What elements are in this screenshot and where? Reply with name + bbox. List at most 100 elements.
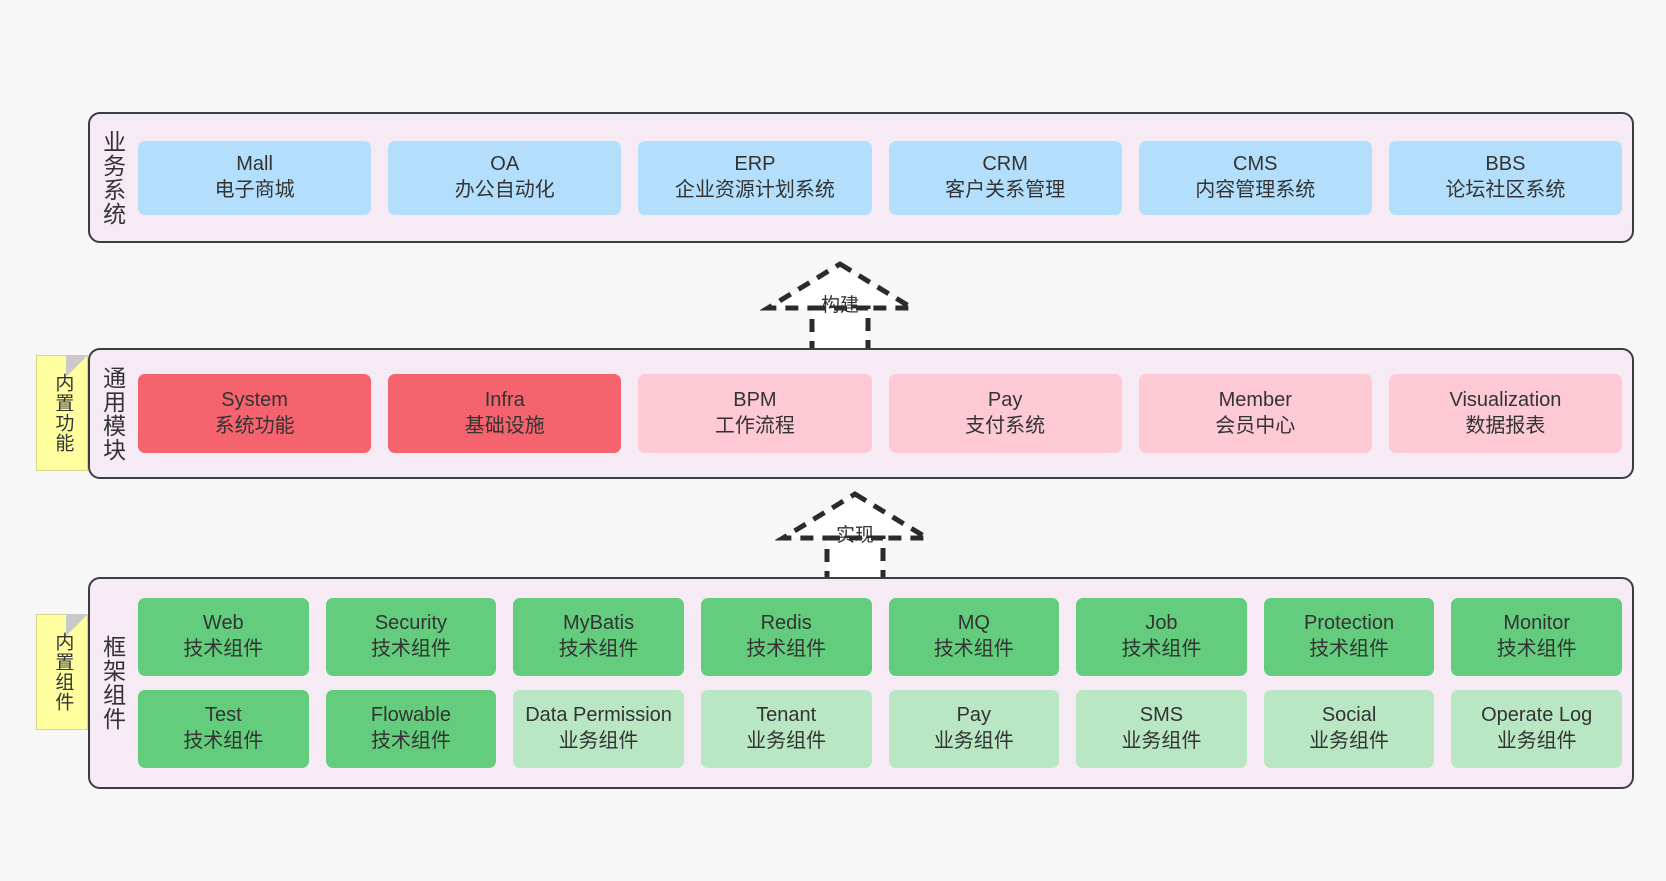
- node-title: SMS: [1139, 704, 1184, 727]
- node-subtitle: 数据报表: [1465, 414, 1546, 437]
- connector-label: 实现: [835, 525, 875, 546]
- node-subtitle: 论坛社区系统: [1445, 178, 1566, 201]
- node-subtitle: 技术组件: [370, 638, 451, 660]
- node-title: BBS: [1485, 152, 1526, 175]
- node-row: System 系统功能 Infra 基础设施 BPM 工作流程 Pay 支付系统…: [138, 374, 1623, 453]
- node-data-permission[interactable]: Data Permission 业务组件: [513, 690, 684, 768]
- node-subtitle: 业务组件: [558, 730, 639, 752]
- node-title: Protection: [1304, 612, 1395, 635]
- node-subtitle: 技术组件: [1121, 638, 1202, 660]
- node-title: Visualization: [1449, 388, 1562, 411]
- node-subtitle: 客户关系管理: [945, 178, 1066, 201]
- node-subtitle: 业务组件: [1496, 730, 1577, 752]
- note-builtin-component[interactable]: 内置组件: [36, 614, 88, 730]
- node-title: OA: [490, 152, 520, 175]
- node-subtitle: 工作流程: [714, 414, 795, 437]
- node-row: Test 技术组件 Flowable 技术组件 Data Permission …: [138, 690, 1622, 768]
- node-bbs[interactable]: BBS 论坛社区系统: [1388, 140, 1623, 215]
- node-subtitle: 技术组件: [183, 638, 264, 660]
- node-subtitle: 业务组件: [746, 730, 827, 752]
- node-subtitle: 业务组件: [1121, 730, 1202, 752]
- node-title: Infra: [484, 388, 525, 411]
- note-builtin-function[interactable]: 内置功能: [36, 355, 88, 471]
- layer-title-common: 通用模块: [99, 365, 126, 462]
- layer-title-business: 业务系统: [99, 129, 126, 226]
- node-tenant[interactable]: Tenant 业务组件: [700, 690, 872, 768]
- node-title: Operate Log: [1481, 704, 1593, 727]
- node-pay-module[interactable]: Pay 支付系统: [888, 374, 1122, 453]
- connector-realize: 实现: [775, 488, 935, 584]
- node-title: MQ: [957, 612, 990, 635]
- connector-build: 构建: [760, 258, 920, 354]
- node-mybatis[interactable]: MyBatis 技术组件: [513, 598, 684, 676]
- node-mall[interactable]: Mall 电子商城: [138, 140, 372, 215]
- node-subtitle: 办公自动化: [454, 178, 555, 201]
- node-title: CMS: [1233, 152, 1278, 175]
- node-title: Security: [374, 612, 448, 635]
- node-row: Mall 电子商城 OA 办公自动化 ERP 企业资源计划系统 CRM 客户关系…: [138, 140, 1623, 215]
- node-subtitle: 技术组件: [370, 730, 451, 752]
- node-subtitle: 企业资源计划系统: [674, 178, 835, 201]
- node-redis[interactable]: Redis 技术组件: [700, 598, 872, 676]
- layer-title-framework: 框架组件: [99, 635, 126, 731]
- node-subtitle: 技术组件: [1496, 638, 1577, 660]
- node-title: Pay: [956, 704, 992, 727]
- node-visualization[interactable]: Visualization 数据报表: [1388, 374, 1623, 453]
- node-subtitle: 电子商城: [214, 178, 295, 201]
- node-title: Mall: [236, 152, 273, 175]
- node-subtitle: 会员中心: [1215, 414, 1296, 437]
- node-cms[interactable]: CMS 内容管理系统: [1138, 140, 1372, 215]
- node-crm[interactable]: CRM 客户关系管理: [888, 140, 1122, 215]
- node-title: MyBatis: [563, 612, 635, 635]
- connector-label: 构建: [820, 295, 860, 316]
- node-title: Test: [204, 704, 242, 727]
- node-job[interactable]: Job 技术组件: [1076, 598, 1247, 676]
- layer-body-common: System 系统功能 Infra 基础设施 BPM 工作流程 Pay 支付系统…: [134, 350, 1632, 477]
- node-sms[interactable]: SMS 业务组件: [1076, 690, 1247, 768]
- node-title: Monitor: [1503, 612, 1571, 635]
- node-title: Tenant: [756, 704, 817, 727]
- layer-body-framework: Web 技术组件 Security 技术组件 MyBatis 技术组件 Redi…: [134, 579, 1632, 787]
- node-pay-component[interactable]: Pay 业务组件: [888, 690, 1060, 768]
- node-erp[interactable]: ERP 企业资源计划系统: [638, 140, 872, 215]
- node-mq[interactable]: MQ 技术组件: [888, 598, 1060, 676]
- node-title: Member: [1218, 388, 1292, 411]
- node-subtitle: 业务组件: [1309, 730, 1390, 752]
- node-title: CRM: [982, 152, 1028, 175]
- node-protection[interactable]: Protection 技术组件: [1263, 598, 1435, 676]
- node-title: Pay: [987, 388, 1023, 411]
- node-subtitle: 技术组件: [1309, 638, 1390, 660]
- node-social[interactable]: Social 业务组件: [1263, 690, 1435, 768]
- layer-business-systems[interactable]: 业务系统 Mall 电子商城 OA 办公自动化 ERP 企业资源计划系统 CRM…: [88, 112, 1634, 243]
- layer-body-business: Mall 电子商城 OA 办公自动化 ERP 企业资源计划系统 CRM 客户关系…: [134, 114, 1632, 241]
- node-oa[interactable]: OA 办公自动化: [388, 140, 622, 215]
- node-title: ERP: [734, 152, 776, 175]
- layer-framework-components[interactable]: 框架组件 Web 技术组件 Security 技术组件 MyBatis 技术组件…: [88, 577, 1634, 789]
- layer-common-modules[interactable]: 通用模块 System 系统功能 Infra 基础设施 BPM 工作流程 Pay…: [88, 348, 1634, 479]
- node-subtitle: 支付系统: [965, 414, 1046, 437]
- node-system[interactable]: System 系统功能: [138, 374, 372, 453]
- node-title: Web: [202, 612, 244, 635]
- node-row: Web 技术组件 Security 技术组件 MyBatis 技术组件 Redi…: [138, 598, 1622, 676]
- node-test[interactable]: Test 技术组件: [138, 690, 309, 768]
- note-label: 内置功能: [52, 373, 74, 453]
- generalization-arrow-icon: [760, 261, 920, 354]
- node-title: Social: [1321, 704, 1377, 727]
- node-member[interactable]: Member 会员中心: [1138, 374, 1372, 453]
- node-subtitle: 技术组件: [183, 730, 264, 752]
- node-web[interactable]: Web 技术组件: [138, 598, 309, 676]
- node-title: Redis: [760, 612, 812, 635]
- node-title: System: [221, 388, 288, 411]
- node-flowable[interactable]: Flowable 技术组件: [325, 690, 497, 768]
- node-subtitle: 技术组件: [558, 638, 639, 660]
- node-subtitle: 内容管理系统: [1195, 178, 1316, 201]
- node-operate-log[interactable]: Operate Log 业务组件: [1451, 690, 1622, 768]
- node-monitor[interactable]: Monitor 技术组件: [1451, 598, 1622, 676]
- node-subtitle: 系统功能: [214, 414, 295, 437]
- node-bpm[interactable]: BPM 工作流程: [638, 374, 872, 453]
- node-infra[interactable]: Infra 基础设施: [388, 374, 622, 453]
- node-title: Job: [1145, 612, 1178, 635]
- node-security[interactable]: Security 技术组件: [325, 598, 497, 676]
- node-subtitle: 基础设施: [464, 414, 545, 437]
